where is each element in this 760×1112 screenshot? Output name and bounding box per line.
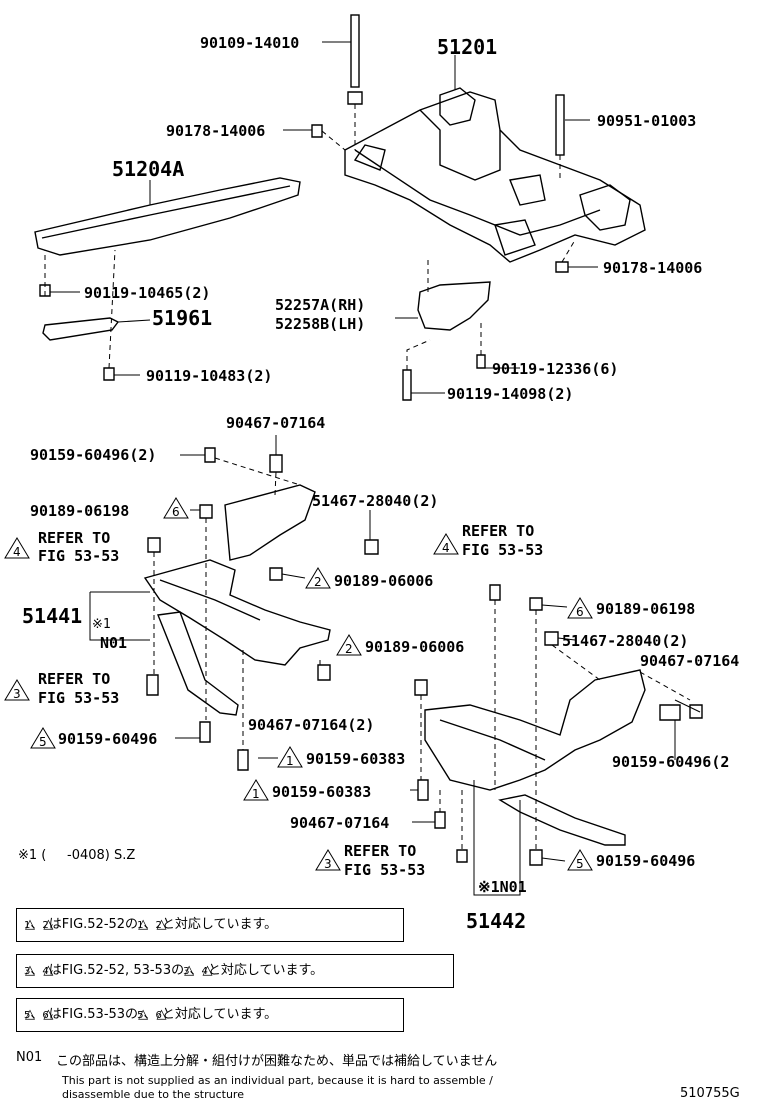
svg-text:3: 3 <box>324 857 332 871</box>
label-n01-left: N01 <box>100 634 127 652</box>
label-90159-60496-topleft: 90159-60496(2) <box>30 446 156 464</box>
label-note1-left: ※1 <box>92 617 111 632</box>
triangle-marker-5-left: 5 <box>30 727 56 749</box>
triangle-marker-3-bottom: 3 <box>315 849 341 871</box>
svg-text:4: 4 <box>13 545 21 559</box>
tri-1: △1 <box>24 917 35 932</box>
label-refer-bottom-a: REFER TO <box>344 842 416 860</box>
label-90189-06198-left: 90189-06198 <box>30 502 129 520</box>
svg-text:2: 2 <box>314 575 322 589</box>
label-90951-01003: 90951-01003 <box>597 112 696 130</box>
label-51201: 51201 <box>437 35 497 59</box>
label-90159-60383-a: 90159-60383 <box>306 750 405 768</box>
label-90189-06006-right: 90189-06006 <box>365 638 464 656</box>
label-refer-mid-a: REFER TO <box>462 522 534 540</box>
svg-text:5: 5 <box>576 857 584 871</box>
note-box-1-2: △1、△2はFIG.52-52の△1、△2と対応しています。 <box>16 908 404 942</box>
svg-text:6: 6 <box>172 505 180 519</box>
label-51467-28040-right: 51467-28040(2) <box>562 632 688 650</box>
label-refer-left1-b: FIG 53-53 <box>38 547 119 565</box>
label-refer-bottom-b: FIG 53-53 <box>344 861 425 879</box>
label-90189-06006-left: 90189-06006 <box>334 572 433 590</box>
under-cover-51442 <box>424 669 646 846</box>
label-90119-14098: 90119-14098(2) <box>447 385 573 403</box>
triangle-marker-6-left: 6 <box>163 497 189 519</box>
label-51204a: 51204A <box>112 157 184 181</box>
leader-lines <box>50 41 701 896</box>
label-90467-07164-right: 90467-07164 <box>640 652 739 670</box>
triangle-marker-4-mid: 4 <box>433 533 459 555</box>
svg-text:2: 2 <box>345 642 353 656</box>
label-90119-10465: 90119-10465(2) <box>84 284 210 302</box>
label-refer-left2-b: FIG 53-53 <box>38 689 119 707</box>
plate-51961 <box>42 317 120 341</box>
label-90159-60496-bottom: 90159-60496 <box>596 852 695 870</box>
label-90467-07164-bottom: 90467-07164 <box>290 814 389 832</box>
footer-code: N01 <box>16 1050 43 1065</box>
label-n01-right: ※1N01 <box>478 878 527 896</box>
label-90159-60383-b: 90159-60383 <box>272 783 371 801</box>
triangle-marker-5-bottom: 5 <box>567 849 593 871</box>
label-90467-07164-2: 90467-07164(2) <box>248 716 374 734</box>
label-51441: 51441 <box>22 604 82 628</box>
label-90119-10483: 90119-10483(2) <box>146 367 272 385</box>
svg-text:5: 5 <box>39 735 47 749</box>
label-52257a: 52257A(RH) <box>275 296 365 314</box>
footer-en-2: disassemble due to the structure <box>62 1088 244 1101</box>
triangle-marker-2-left: 2 <box>305 567 331 589</box>
bracket-52257a <box>417 281 491 331</box>
triangle-marker-4-left: 4 <box>4 537 30 559</box>
svg-text:6: 6 <box>576 605 584 619</box>
note-box-3-4: △3、△4はFIG.52-52, 53-53の△3、△4と対応しています。 <box>16 954 454 988</box>
label-refer-mid-b: FIG 53-53 <box>462 541 543 559</box>
triangle-marker-1-b: 1 <box>243 779 269 801</box>
dashed-guides <box>44 104 691 850</box>
label-51467-28040-left: 51467-28040(2) <box>312 492 438 510</box>
label-90159-60496-left: 90159-60496 <box>58 730 157 748</box>
footer-en-1: This part is not supplied as an individu… <box>62 1074 493 1087</box>
label-51961: 51961 <box>152 306 212 330</box>
label-90178-14006-top: 90178-14006 <box>166 122 265 140</box>
triangle-marker-2-right: 2 <box>336 634 362 656</box>
fasteners <box>39 14 703 866</box>
svg-text:1: 1 <box>252 787 260 801</box>
triangle-marker-1-a: 1 <box>277 746 303 768</box>
label-refer-left2-a: REFER TO <box>38 670 110 688</box>
svg-text:4: 4 <box>442 541 450 555</box>
label-90178-14006-right: 90178-14006 <box>603 259 702 277</box>
label-90109-14010: 90109-14010 <box>200 34 299 52</box>
label-51442: 51442 <box>466 909 526 933</box>
brace-51204a <box>34 177 301 256</box>
svg-text:3: 3 <box>13 687 21 701</box>
triangle-marker-6-right: 6 <box>567 597 593 619</box>
footer-jp: この部品は、構造上分解・組付けが困難なため、単品では補給していません <box>56 1054 498 1069</box>
note-star: ※1 ( -0408) S.Z <box>18 848 136 863</box>
label-90159-60496-right2: 90159-60496(2 <box>612 753 729 771</box>
under-cover-51441 <box>143 484 331 716</box>
part-labels: 90109-14010 51201 90178-14006 90951-0100… <box>22 34 739 933</box>
label-90119-12336: 90119-12336(6) <box>492 360 618 378</box>
label-refer-left1-a: REFER TO <box>38 529 110 547</box>
svg-text:1: 1 <box>286 754 294 768</box>
label-90467-07164-top: 90467-07164 <box>226 414 325 432</box>
label-90189-06198-right: 90189-06198 <box>596 600 695 618</box>
note-box-5-6: △5、△6はFIG.53-53の△5、△6と対応しています。 <box>16 998 404 1032</box>
label-52258b: 52258B(LH) <box>275 315 365 333</box>
triangle-marker-3-left: 3 <box>4 679 30 701</box>
triangle-markers: 6 4 2 4 6 2 3 5 1 1 3 5 <box>4 497 593 871</box>
figure-id: 510755G <box>680 1086 740 1101</box>
subframe-51201 <box>344 87 646 263</box>
